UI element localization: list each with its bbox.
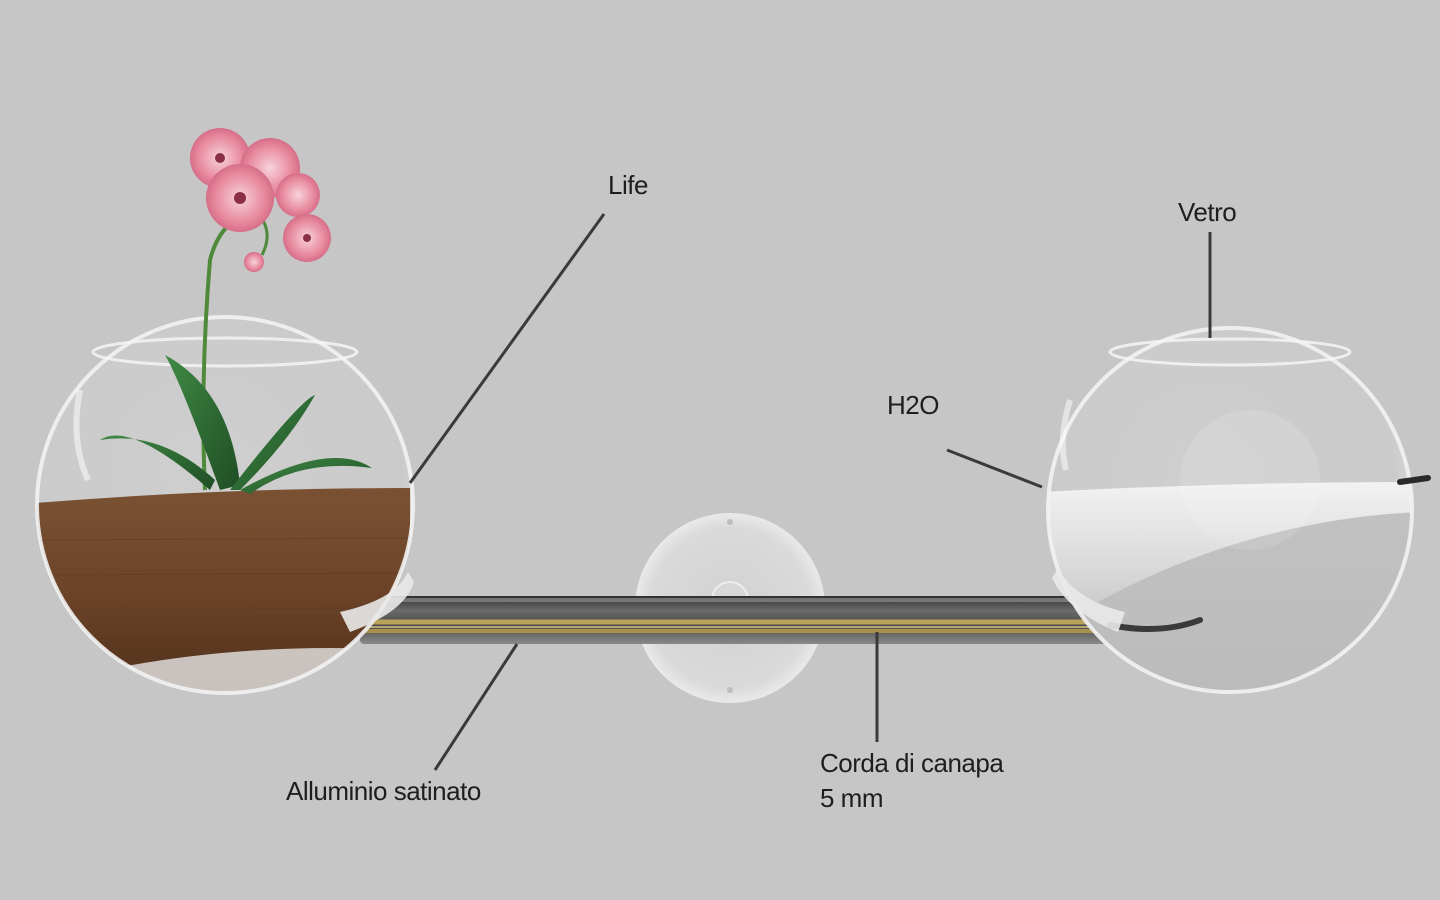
right-bracket [1052,568,1125,632]
leader-life [408,213,606,484]
label-corda-size: 5 mm [820,783,884,813]
orchid-plant [100,128,372,494]
label-corda-di-canapa: Corda di canapa [820,748,1004,778]
hemp-rope [345,619,1130,633]
left-glass-bowl [35,315,415,695]
label-h2o: H2O [887,390,939,420]
leader-alluminio [433,643,519,771]
label-alluminio-satinato: Alluminio satinato [286,776,481,806]
label-life: Life [608,170,648,200]
leader-h2o [946,448,1043,489]
left-bracket [340,572,414,632]
soil [37,488,410,693]
right-glass-bowl [1046,326,1431,694]
label-vetro: Vetro [1178,197,1237,227]
leader-lines [408,213,1212,771]
